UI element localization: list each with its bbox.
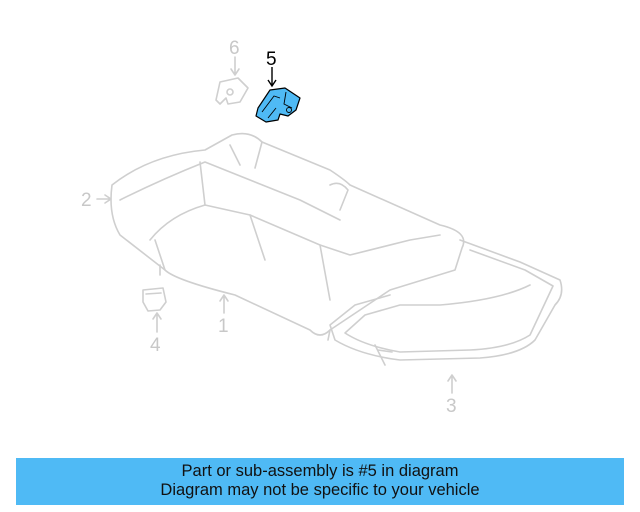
banner-disclaimer: Diagram may not be specific to your vehi…	[160, 481, 480, 499]
callout-3[interactable]: 3	[446, 396, 457, 417]
callout-1[interactable]: 1	[218, 316, 229, 337]
info-banner: Part or sub-assembly is #5 in diagram Di…	[16, 458, 624, 505]
parts-diagram: 6 5 2 4 1 3	[81, 38, 563, 417]
callout-6[interactable]: 6	[229, 38, 240, 59]
callout-2[interactable]: 2	[81, 190, 92, 211]
banner-part-note: Part or sub-assembly is #5 in diagram	[181, 462, 459, 480]
clip-part-4[interactable]	[142, 287, 167, 312]
seat-frame-part-3[interactable]	[329, 239, 563, 366]
bracket-part-6[interactable]	[215, 77, 249, 105]
callout-5[interactable]: 5	[266, 49, 277, 70]
callout-4[interactable]: 4	[150, 335, 161, 356]
seat-cushion-part-1[interactable]	[110, 132, 465, 341]
bracket-part-5-highlighted[interactable]	[255, 87, 301, 123]
